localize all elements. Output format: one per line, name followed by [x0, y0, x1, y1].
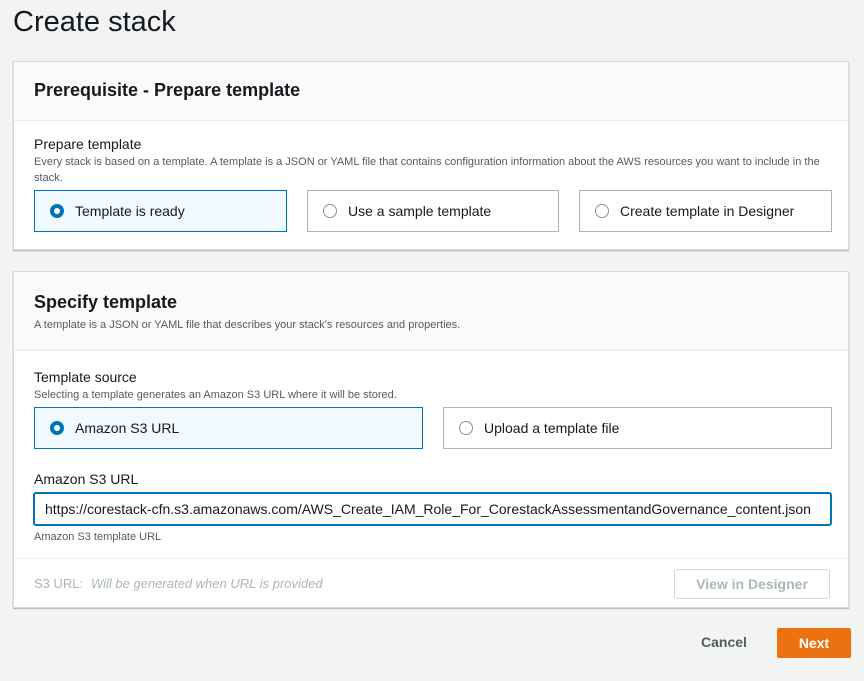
s3-url-value: Will be generated when URL is provided [91, 576, 323, 591]
option-label: Upload a template file [484, 420, 620, 436]
specify-template-title: Specify template [34, 292, 178, 312]
s3-url-row: S3 URL: Will be generated when URL is pr… [14, 558, 848, 609]
option-label: Amazon S3 URL [75, 420, 180, 436]
specify-template-desc: A template is a JSON or YAML file that d… [34, 319, 461, 331]
next-button[interactable]: Next [777, 628, 851, 658]
radio-unselected-icon [595, 204, 609, 218]
cancel-button[interactable]: Cancel [688, 627, 760, 657]
option-sample-template[interactable]: Use a sample template [307, 190, 559, 232]
radio-selected-icon [50, 421, 64, 435]
prerequisite-title: Prerequisite - Prepare template [34, 80, 301, 100]
option-upload-template-file[interactable]: Upload a template file [443, 407, 832, 449]
page-title: Create stack [13, 6, 176, 38]
option-template-ready[interactable]: Template is ready [34, 190, 287, 232]
specify-template-header: Specify template A template is a JSON or… [14, 272, 848, 351]
prerequisite-panel: Prerequisite - Prepare template Prepare … [13, 61, 849, 250]
radio-unselected-icon [459, 421, 473, 435]
view-in-designer-button[interactable]: View in Designer [674, 569, 830, 599]
option-label: Create template in Designer [620, 203, 795, 219]
prepare-template-desc: Every stack is based on a template. A te… [34, 156, 820, 184]
option-label: Use a sample template [348, 203, 492, 219]
template-source-desc: Selecting a template generates an Amazon… [34, 389, 397, 401]
option-create-in-designer[interactable]: Create template in Designer [579, 190, 832, 232]
s3-url-label: S3 URL: [34, 576, 84, 591]
radio-unselected-icon [323, 204, 337, 218]
radio-selected-icon [50, 204, 64, 218]
amazon-s3-url-hint: Amazon S3 template URL [34, 531, 162, 543]
specify-template-panel: Specify template A template is a JSON or… [13, 271, 849, 608]
amazon-s3-url-input[interactable] [34, 493, 831, 525]
option-amazon-s3-url[interactable]: Amazon S3 URL [34, 407, 423, 449]
option-label: Template is ready [75, 203, 185, 219]
template-source-label: Template source [34, 369, 137, 385]
prerequisite-header: Prerequisite - Prepare template [14, 62, 848, 121]
prepare-template-label: Prepare template [34, 136, 142, 152]
amazon-s3-url-label: Amazon S3 URL [34, 471, 139, 487]
